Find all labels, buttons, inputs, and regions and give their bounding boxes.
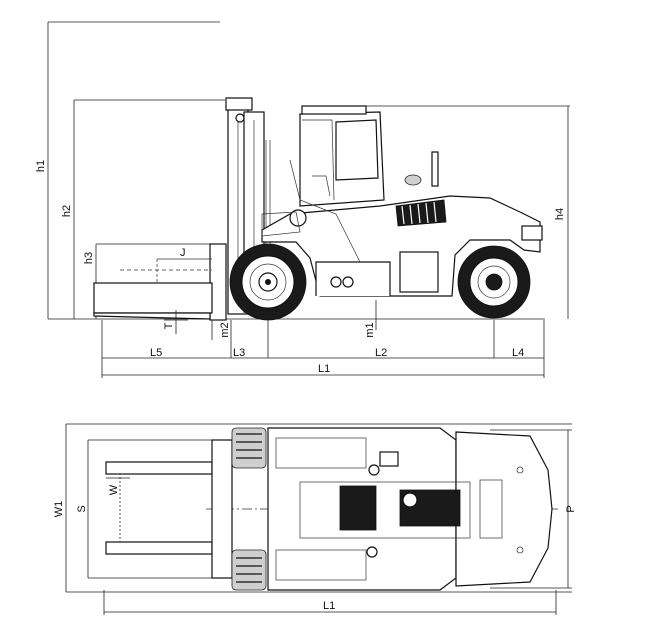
label-p: P [565,505,577,512]
label-l1-top: L1 [323,600,335,612]
label-h3: h3 [83,252,95,264]
label-l5: L5 [150,347,162,359]
label-t: T [163,322,175,329]
label-h1: h1 [35,160,47,172]
side-view: h1 h2 h3 h4 J T m2 m1 L5 L3 L2 L4 L1 [35,21,570,378]
chassis-top [267,427,553,591]
cabin [261,105,385,263]
label-m1: m1 [364,322,376,337]
label-h2: h2 [61,205,73,217]
rear-wheel [457,245,531,319]
label-l3: L3 [233,347,245,359]
label-w: W [108,484,120,495]
label-l2: L2 [375,347,387,359]
label-j: J [180,247,186,259]
label-w1: W1 [53,501,65,518]
fork-carriage [93,243,227,321]
label-m2: m2 [219,322,231,337]
label-l4: L4 [512,347,524,359]
carriage-top [211,439,233,579]
label-l1-side: L1 [318,363,330,375]
forks-top [105,461,213,555]
top-view: W1 S W P L1 [53,423,577,615]
front-wheels-top [231,427,267,591]
label-s: S [76,505,88,512]
chassis [261,151,543,297]
front-wheel [229,243,307,321]
label-h4: h4 [554,208,566,220]
